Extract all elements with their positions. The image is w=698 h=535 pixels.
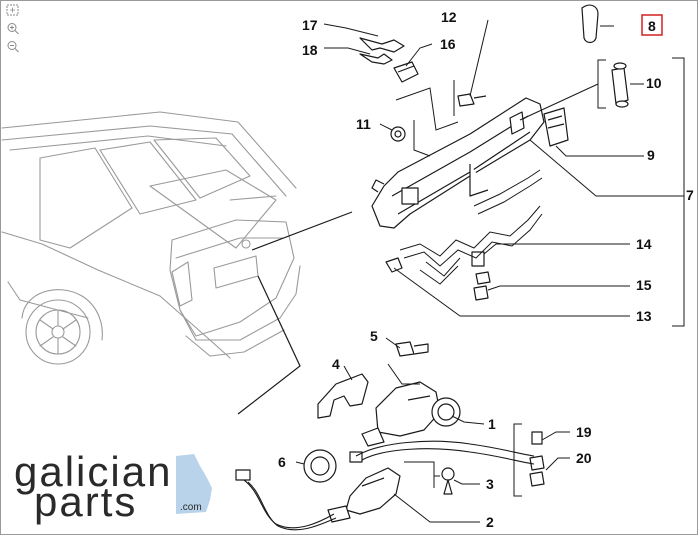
callout-2[interactable]: 2 (486, 514, 494, 530)
callout-18[interactable]: 18 (302, 42, 318, 58)
fit-screen-icon[interactable] (6, 4, 20, 17)
callout-8[interactable]: 8 (648, 18, 656, 34)
callout-13[interactable]: 13 (636, 308, 652, 324)
leader-lines (295, 19, 685, 523)
callout-16[interactable]: 16 (440, 36, 456, 52)
callout-14[interactable]: 14 (636, 236, 652, 252)
callout-20[interactable]: 20 (576, 450, 592, 466)
logo-line2: parts (34, 478, 137, 525)
zoom-out-icon[interactable] (6, 40, 20, 53)
callout-9[interactable]: 9 (647, 147, 655, 163)
callout-8-highlight (641, 14, 663, 36)
logo-suffix: .com (180, 502, 202, 513)
rear-handle-assembly (359, 4, 629, 301)
lock-cables (243, 440, 535, 531)
callout-12[interactable]: 12 (441, 9, 457, 25)
lock-assembly (235, 341, 545, 523)
wiring-harness (399, 169, 543, 285)
callout-19[interactable]: 19 (576, 424, 592, 440)
galicianparts-logo: galician parts .com (14, 448, 212, 525)
zoom-in-icon[interactable] (6, 22, 20, 35)
logo-region-shape (176, 454, 212, 514)
callout-6[interactable]: 6 (278, 454, 286, 470)
callout-5[interactable]: 5 (370, 328, 378, 344)
logo-line1: galician (14, 448, 172, 495)
car-leader-lines (237, 211, 353, 415)
callout-10[interactable]: 10 (646, 75, 662, 91)
callout-17[interactable]: 17 (302, 17, 318, 33)
callout-7[interactable]: 7 (686, 187, 694, 203)
callout-labels: 17 18 16 12 11 8 10 9 7 14 15 13 5 4 1 1… (278, 9, 694, 530)
car-illustration (1, 111, 301, 365)
callout-4[interactable]: 4 (332, 356, 340, 372)
callout-3[interactable]: 3 (486, 476, 494, 492)
callout-15[interactable]: 15 (636, 277, 652, 293)
callout-11[interactable]: 11 (356, 116, 371, 132)
callout-1[interactable]: 1 (488, 416, 496, 432)
